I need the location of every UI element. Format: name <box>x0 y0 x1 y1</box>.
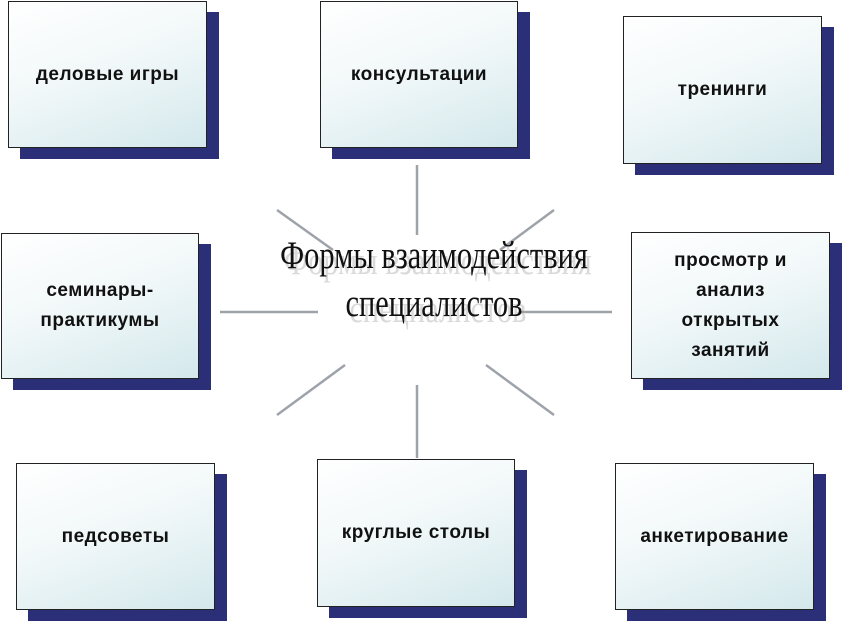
spoke-top-right <box>499 208 555 252</box>
node-label: консультации <box>350 63 488 85</box>
node-label: деловые игры <box>35 63 180 85</box>
node-label: семинары- практикумы <box>40 280 160 331</box>
node-label: педсоветы <box>61 525 170 547</box>
node-consultations: консультации <box>320 1 518 148</box>
node-label: просмотр и анализ открытых занятий <box>674 249 787 361</box>
node-open-lessons: просмотр и анализ открытых занятий <box>631 232 830 379</box>
node-business-games: деловые игры <box>8 1 207 148</box>
node-trainings: тренинги <box>623 16 822 164</box>
node-survey: анкетирование <box>615 463 814 610</box>
node-label: анкетирование <box>640 525 789 547</box>
node-label: круглые столы <box>341 522 491 543</box>
center-title: Формы взаимодействия специалистов <box>280 234 588 325</box>
node-seminars: семинары- практикумы <box>1 233 199 379</box>
spoke-bottom-right <box>485 363 555 417</box>
spoke-top-left <box>276 208 334 252</box>
node-round-tables: круглые столы <box>317 459 515 607</box>
node-pedsovety: педсоветы <box>16 463 215 610</box>
node-label: тренинги <box>677 79 768 100</box>
spoke-bottom-left <box>276 363 346 417</box>
